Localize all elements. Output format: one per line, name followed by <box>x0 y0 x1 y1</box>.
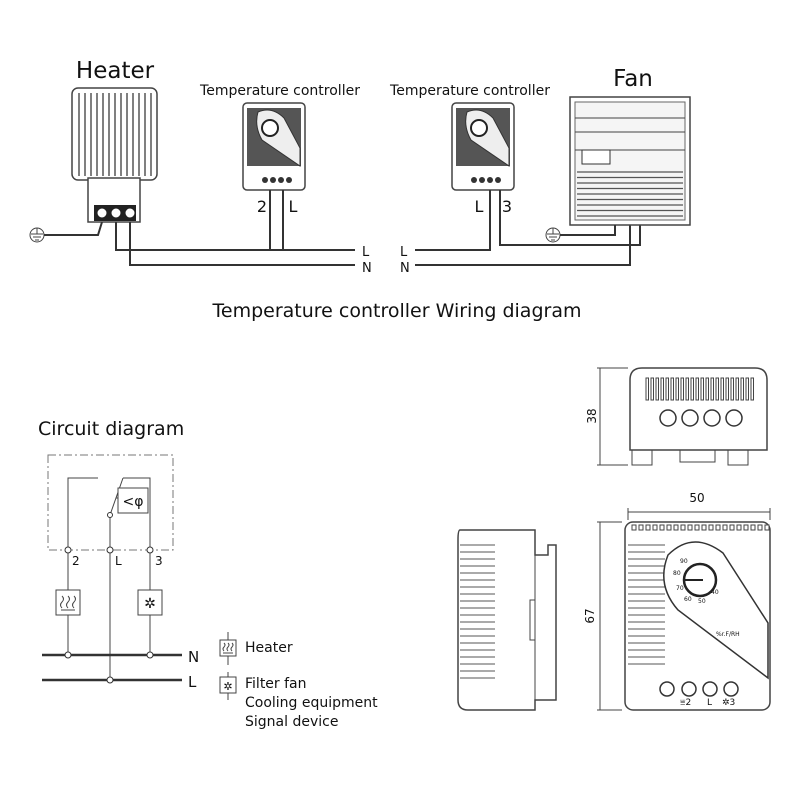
bus-label-n: N <box>188 648 199 666</box>
front-terminal-3: ✲3 <box>722 698 735 708</box>
humidity-sensor-box <box>117 487 149 514</box>
wiring-diagram-title: Temperature controller Wiring diagram <box>212 300 582 322</box>
circuit-terminal-2: 2 <box>72 554 80 568</box>
svg-text:50: 50 <box>698 598 706 605</box>
circuit-terminal-3: 3 <box>155 554 163 568</box>
svg-text:80: 80 <box>673 570 681 577</box>
bus-label-l: L <box>188 673 197 691</box>
svg-text:✲: ✲ <box>223 680 232 693</box>
fan-label: Fan <box>613 66 653 92</box>
dimension-width: 50 <box>689 491 704 505</box>
svg-text:40: 40 <box>711 589 719 596</box>
svg-text:✲: ✲ <box>144 596 156 612</box>
sensor-symbol: <φ <box>123 494 144 510</box>
controller-right-terminal-l: L <box>475 197 484 216</box>
front-terminal-2: ⩸2 <box>680 698 691 708</box>
svg-text:90: 90 <box>680 558 688 565</box>
legend-heater: Heater <box>245 640 293 656</box>
ground-icon <box>29 227 45 243</box>
legend: Heater ✲ Filter fan Cooling equipment Si… <box>219 632 378 730</box>
legend-signal-device: Signal device <box>245 714 338 730</box>
controller-right-label: Temperature controller <box>389 83 550 99</box>
ground-icon <box>545 227 561 243</box>
svg-text:70: 70 <box>676 585 684 592</box>
line-label-l-right: L <box>400 245 408 260</box>
dimension-height-top: 38 <box>585 408 599 423</box>
side-view <box>457 529 557 711</box>
controller-right-terminal-3: 3 <box>502 197 512 216</box>
heater-label: Heater <box>76 58 155 84</box>
legend-filter-fan: Filter fan <box>245 676 307 692</box>
controller-left-terminal-l: L <box>289 197 298 216</box>
line-label-n-left: N <box>362 261 372 276</box>
dial-unit: %r.F/RH <box>716 631 740 638</box>
circuit-terminal-l: L <box>115 554 122 568</box>
dimension-height-front: 67 <box>583 608 597 623</box>
line-label-n-right: N <box>400 261 410 276</box>
fan-symbol-icon <box>137 589 163 616</box>
front-terminal-l: L <box>707 698 712 708</box>
line-label-l-left: L <box>362 245 370 260</box>
svg-text:60: 60 <box>684 596 692 603</box>
legend-cooling-equipment: Cooling equipment <box>245 695 378 711</box>
controller-left-label: Temperature controller <box>199 83 360 99</box>
controller-boundary <box>47 454 174 551</box>
heater-legend-icon <box>219 639 237 657</box>
controller-left-terminal-2: 2 <box>257 197 267 216</box>
controller-right <box>451 102 515 191</box>
top-view <box>597 367 768 466</box>
fan-device <box>569 96 691 226</box>
fan-legend-icon <box>219 676 237 694</box>
controller-left <box>242 102 306 191</box>
circuit-diagram-title: Circuit diagram <box>38 418 184 440</box>
heater-device <box>71 87 158 223</box>
